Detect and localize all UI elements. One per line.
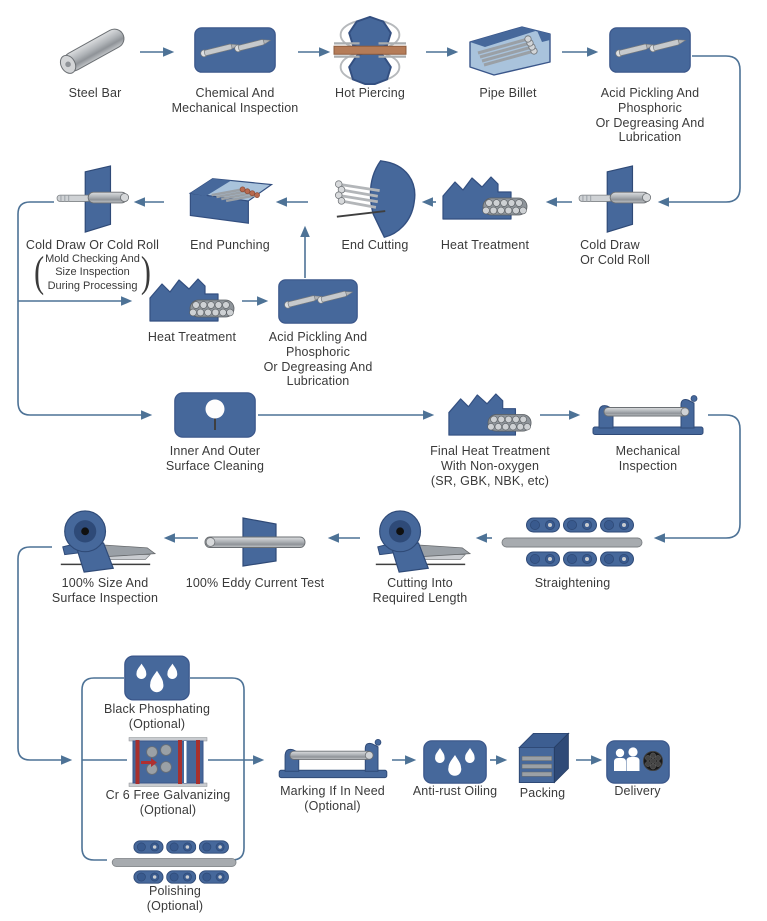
step-label: Heat Treatment [147,330,237,344]
step-label: Anti-rust Oiling [412,784,498,798]
inspection-box-icon [194,27,276,73]
step-label: Acid Pickling And Phosphoric Or Degreasi… [595,86,705,145]
node-end-cutting: End Cutting [315,160,435,253]
node-cutting-length: Cutting Into Required Length [355,508,485,606]
paren-close: ) [140,248,151,297]
node-galvanizing: Cr 6 Free Galvanizing (Optional) [88,736,248,818]
node-surface-cleaning: Inner And Outer Surface Cleaning [145,386,285,474]
acid-pickling-box-icon [278,279,358,324]
cold-draw-die-icon [577,165,653,233]
node-anti-rust: Anti-rust Oiling [400,740,510,799]
step-label: Packing [519,786,566,800]
step-label: Acid Pickling And Phosphoric Or Degreasi… [263,330,373,389]
node-straightening: Straightening [495,508,650,591]
step-label: Hot Piercing [335,86,405,100]
node-black-phosphating: Black Phosphating (Optional) [92,654,222,732]
eddy-current-icon [204,517,306,567]
end-cutting-icon [335,160,416,238]
step-label: Inner And Outer Surface Cleaning [165,444,265,473]
node-heat-treatment-2: Heat Treatment [425,160,545,253]
straightening-rollers-icon [498,516,648,568]
step-label: Delivery [614,784,661,798]
node-end-punching: End Punching [160,160,300,253]
cutting-machine-icon [53,508,158,576]
node-chemical-inspection: Chemical And Mechanical Inspection [155,14,315,116]
step-label: Heat Treatment [440,238,530,252]
step-label: Cutting Into Required Length [372,576,468,605]
node-marking: Marking If In Need (Optional) [270,732,395,814]
step-label: Cold Draw Or Cold Roll [25,238,160,252]
node-pipe-billet: Pipe Billet [455,14,561,101]
node-acid-pickling-1: Acid Pickling And Phosphoric Or Degreasi… [575,14,725,145]
mold-checking-note: ( Mold Checking And Size Inspection Duri… [34,248,151,297]
step-label: Chemical And Mechanical Inspection [171,86,299,115]
cutting-machine-icon [368,508,473,576]
paren-open: ( [34,248,45,297]
step-label: End Punching [190,238,270,252]
packing-crate-icon [517,732,570,784]
step-label: Pipe Billet [479,86,537,100]
phosphating-drops-icon [124,655,190,701]
pipe-billet-icon [469,26,551,76]
node-final-heat: Final Heat Treatment With Non-oxygen (SR… [410,386,570,488]
step-label: End Cutting [341,238,409,252]
oiling-drops-icon [422,740,488,784]
node-eddy-test: 100% Eddy Current Test [175,508,335,591]
node-cold-draw-right: Cold Draw Or Cold Roll [560,160,670,268]
step-label: Steel Bar [68,86,122,100]
furnace-icon [439,171,531,227]
step-label: Polishing (Optional) [146,884,204,913]
step-label: 100% Eddy Current Test [185,576,325,590]
surface-cleaning-icon [174,392,256,438]
polishing-rollers-icon [107,839,243,885]
node-heat-treatment-3: Heat Treatment [132,272,252,345]
step-label: Mechanical Inspection [615,444,681,473]
step-label: Marking If In Need (Optional) [280,784,385,813]
step-label: Black Phosphating (Optional) [103,702,211,731]
node-cold-draw-left: Cold Draw Or Cold Roll ( Mold Checking A… [15,160,170,297]
node-size-inspection: 100% Size And Surface Inspection [35,508,175,606]
node-polishing: Polishing (Optional) [95,840,255,914]
step-label: Cold Draw Or Cold Roll [580,238,650,267]
node-acid-pickling-2: Acid Pickling And Phosphoric Or Degreasi… [243,272,393,389]
step-label: 100% Size And Surface Inspection [51,576,159,605]
lathe-icon [276,736,390,781]
acid-pickling-box-icon [609,27,691,73]
end-punching-icon [188,178,274,224]
delivery-icon [605,740,670,784]
hot-piercing-icon [333,15,407,86]
node-delivery: Delivery [585,740,690,799]
step-label: Final Heat Treatment With Non-oxygen (SR… [430,444,550,488]
step-label: Cr 6 Free Galvanizing (Optional) [105,788,231,817]
node-hot-piercing: Hot Piercing [320,14,420,101]
node-mechanical-inspection: Mechanical Inspection [588,386,708,474]
lathe-icon [590,392,706,438]
step-label: Straightening [534,576,611,590]
cold-draw-die-icon [55,165,131,233]
steel-bar-icon [59,28,125,74]
furnace-icon [445,388,535,443]
node-packing: Packing [495,730,590,801]
furnace-icon [146,273,238,329]
node-steel-bar: Steel Bar [35,14,155,101]
galvanizing-tank-icon [128,737,208,787]
